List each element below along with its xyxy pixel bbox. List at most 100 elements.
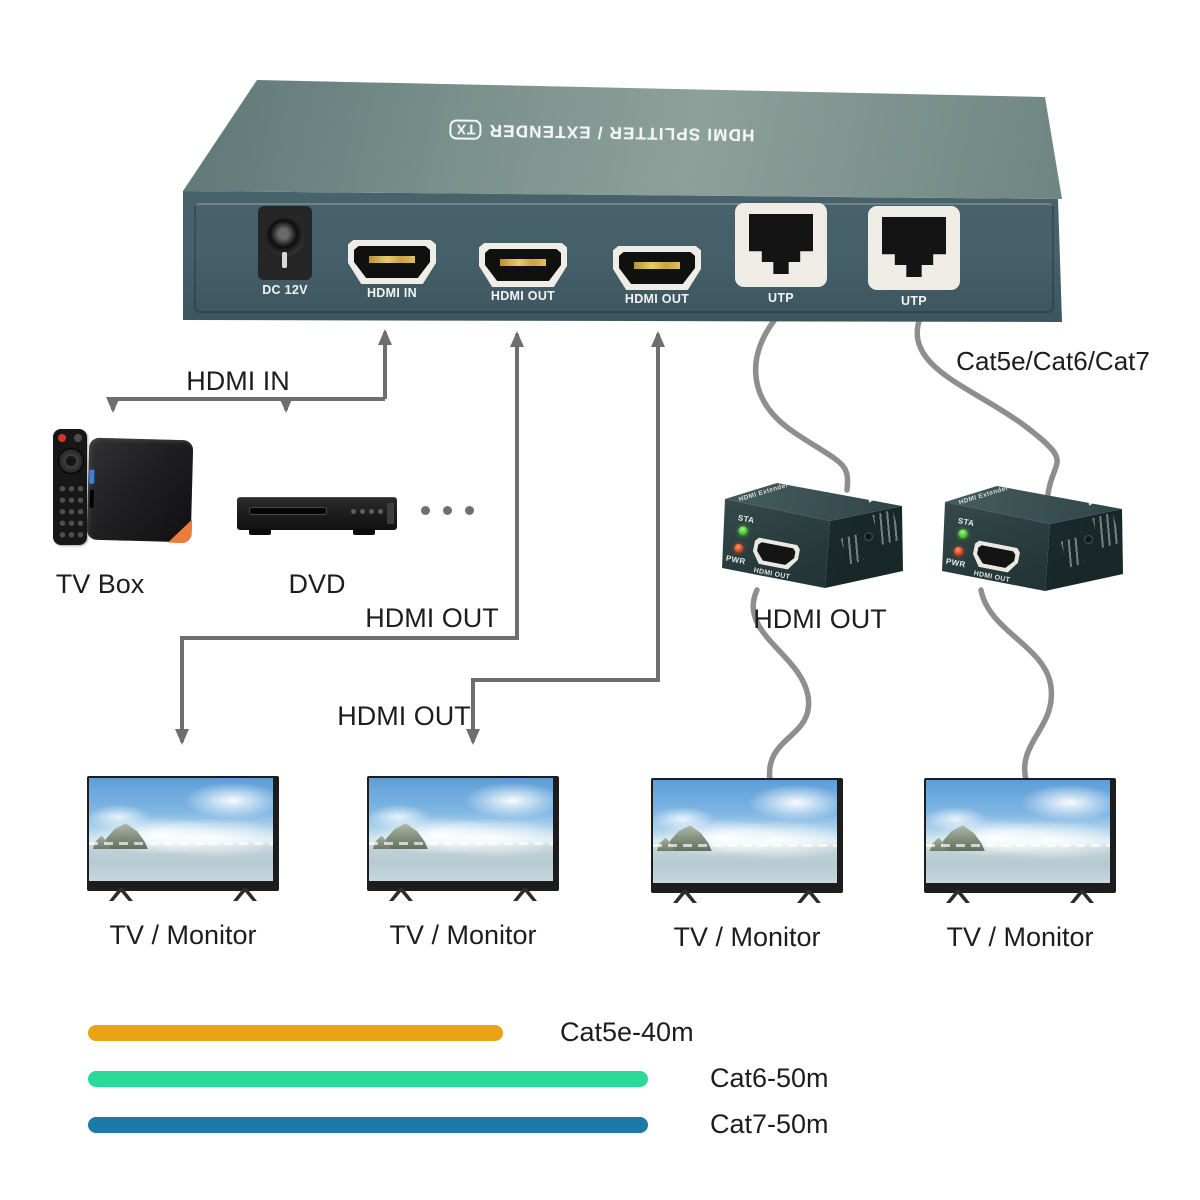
- legend-bar-cat7: [88, 1117, 648, 1133]
- hdmi-out-2-opening: [619, 252, 695, 284]
- utp-port-1-label: UTP: [768, 291, 794, 305]
- pwr-label: PWR: [725, 553, 747, 567]
- hdmi-in-port: [348, 240, 436, 284]
- dvd-buttons: [349, 508, 385, 515]
- tv-monitor-4: TV / Monitor: [924, 778, 1116, 958]
- hdmi-in-annotation: HDMI IN: [186, 366, 290, 396]
- dvd-display-panel: [387, 503, 394, 524]
- dvd-disc-tray: [249, 507, 327, 515]
- hdmi-in-port-label: HDMI IN: [366, 286, 417, 300]
- hdmi-opening: [755, 542, 796, 567]
- status-led: [957, 528, 969, 540]
- tv-screen: [926, 780, 1110, 883]
- hdmi-out-1-opening: [485, 249, 561, 281]
- cat-cable-annotation: Cat5e/Cat6/Cat7: [956, 346, 1150, 376]
- tv-monitor-label: TV / Monitor: [109, 920, 257, 950]
- remote-control: [53, 429, 87, 545]
- power-led: [733, 543, 744, 554]
- dc-power-jack: [258, 206, 312, 280]
- extender-hdmi-out-port: [971, 540, 1021, 574]
- tv-box-label: TV Box: [55, 569, 145, 599]
- set-top-box-orange-corner: [162, 513, 193, 544]
- tv-monitor-label: TV / Monitor: [673, 922, 821, 952]
- hdmi-out-2-annotation: HDMI OUT: [337, 701, 471, 731]
- remote-dpad: [58, 448, 84, 474]
- hdmi-opening: [975, 545, 1016, 570]
- dc-jack-barrel: [266, 218, 304, 256]
- hdmi-pins: [634, 262, 680, 269]
- legend-bar-cat6: [88, 1071, 648, 1087]
- vent-slots: [872, 509, 901, 546]
- dvd-foot: [249, 529, 271, 535]
- tx-badge: TX: [449, 119, 482, 140]
- surf-line: [926, 843, 1110, 847]
- device-top-label: HDMI SPLITTER / EXTENDER TX: [449, 119, 755, 145]
- dot: [465, 506, 474, 515]
- remote-number-buttons: [57, 481, 84, 539]
- hdmi-out-port-1-label: HDMI OUT: [490, 289, 556, 303]
- extender-top-label: HDMI Extender: [738, 481, 790, 504]
- tv-monitor-1: TV / Monitor: [87, 776, 279, 956]
- extender-port-label: HDMI OUT: [972, 570, 1011, 585]
- utp-port-1: [735, 203, 827, 287]
- hdmi-out-1-annotation: HDMI OUT: [365, 603, 499, 633]
- vent-slots: [1092, 512, 1121, 549]
- dc-port-label: DC 12V: [262, 283, 308, 297]
- dvd-player-image: [235, 487, 405, 542]
- tv-screen: [653, 780, 837, 883]
- set-top-box-usb-slot: [89, 469, 95, 484]
- screw: [1084, 535, 1093, 544]
- extender-front-panel: STA PWR HDMI OUT: [722, 506, 830, 588]
- device-front-panel-line: [194, 203, 1054, 313]
- legend-label-cat7: Cat7-50m: [710, 1109, 829, 1139]
- pwr-label: PWR: [945, 556, 967, 570]
- utp-port-2-label: UTP: [901, 294, 927, 308]
- device-title-text: HDMI SPLITTER / EXTENDER: [488, 121, 755, 145]
- vent-slots: [840, 534, 865, 565]
- extender-front-panel: STA PWR HDMI OUT: [942, 509, 1050, 591]
- tv-screen: [89, 778, 273, 881]
- legend-label-cat5e: Cat5e-40m: [560, 1017, 694, 1047]
- extender-hdmi-out-port: [751, 537, 801, 571]
- status-led: [737, 525, 749, 537]
- more-sources-dots: [421, 502, 487, 520]
- tv-screen: [369, 778, 553, 881]
- dc-jack-pin: [282, 252, 287, 268]
- surf-line: [89, 841, 273, 845]
- tv-frame: [651, 778, 843, 893]
- utp-port-2: [868, 206, 960, 290]
- remote-menu-button: [74, 434, 82, 442]
- sta-label: STA: [737, 513, 756, 526]
- legend-bar-cat5e: [88, 1025, 503, 1041]
- remote-power-button: [58, 434, 66, 442]
- tv-frame: [924, 778, 1116, 893]
- set-top-box: [86, 437, 194, 544]
- screw: [864, 532, 873, 541]
- extender-logo-arrow-icon: [867, 491, 883, 503]
- dot: [421, 506, 430, 515]
- tv-monitor-3: TV / Monitor: [651, 778, 843, 958]
- hdmi-out-port-2: [613, 246, 701, 290]
- hdmi-out-port-2-label: HDMI OUT: [624, 292, 690, 306]
- tv-box-image: [48, 426, 208, 556]
- sta-label: STA: [957, 516, 976, 529]
- tv-monitor-2: TV / Monitor: [367, 776, 559, 956]
- tv-frame: [87, 776, 279, 891]
- extender-logo-arrow-icon: [1087, 494, 1103, 506]
- extender-port-label: HDMI OUT: [752, 567, 791, 582]
- dvd-label: DVD: [288, 569, 346, 599]
- dvd-player-body: [237, 497, 397, 530]
- power-led: [953, 546, 964, 557]
- hdmi-in-port-opening: [354, 246, 430, 278]
- device-top-face: HDMI SPLITTER / EXTENDER TX: [183, 80, 1062, 199]
- tv-monitor-label: TV / Monitor: [946, 922, 1094, 952]
- hdmi-pins: [500, 259, 546, 266]
- dot: [443, 506, 452, 515]
- hdmi-out-2-line: [466, 331, 665, 745]
- legend-label-cat6: Cat6-50m: [710, 1063, 829, 1093]
- hdmi-out-port-1: [479, 243, 567, 287]
- hdmi-pins: [369, 256, 415, 263]
- tv-monitor-label: TV / Monitor: [389, 920, 537, 950]
